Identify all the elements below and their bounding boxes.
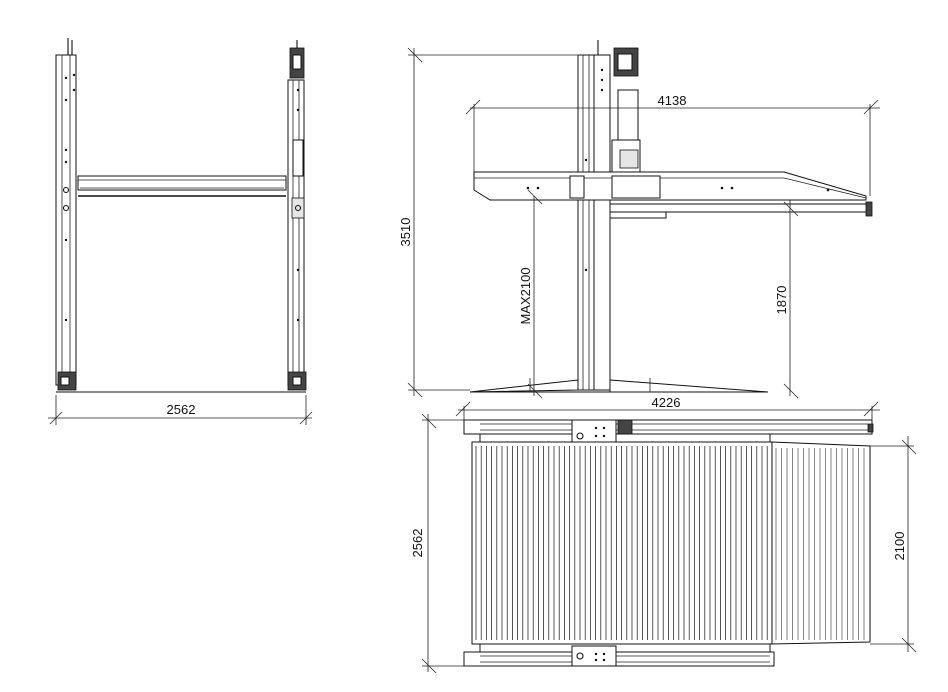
front-platform	[77, 175, 287, 191]
dim-side-clear-height: 1870	[774, 286, 789, 315]
dim-side-max-height: MAX2100	[518, 267, 533, 324]
dim-side-total-height: 3510	[398, 218, 413, 247]
side-arm-end	[865, 201, 873, 217]
side-view: 4138 3510 MAX2100 1870	[398, 40, 880, 399]
plan-ramp-slats	[775, 448, 865, 640]
plan-ramp	[771, 441, 871, 645]
plan-bottom-rail	[463, 651, 775, 667]
plan-view: 4226 2562 2100	[410, 395, 917, 674]
plan-deck-slats	[475, 446, 768, 640]
plan-motor-icon	[617, 419, 633, 435]
front-view: 2562	[48, 38, 313, 425]
front-left-post	[55, 54, 77, 386]
dim-plan-width: 2562	[410, 529, 425, 558]
dim-plan-platform-width: 2100	[892, 532, 907, 561]
side-post	[577, 54, 595, 391]
front-right-post	[287, 79, 305, 386]
dim-front-width: 2562	[167, 402, 196, 417]
dim-side-top-length: 4138	[658, 93, 687, 108]
plan-top-rail	[463, 419, 873, 435]
plan-platform-deck	[471, 441, 773, 645]
side-platform	[473, 171, 867, 201]
dim-plan-length: 4226	[652, 395, 681, 410]
